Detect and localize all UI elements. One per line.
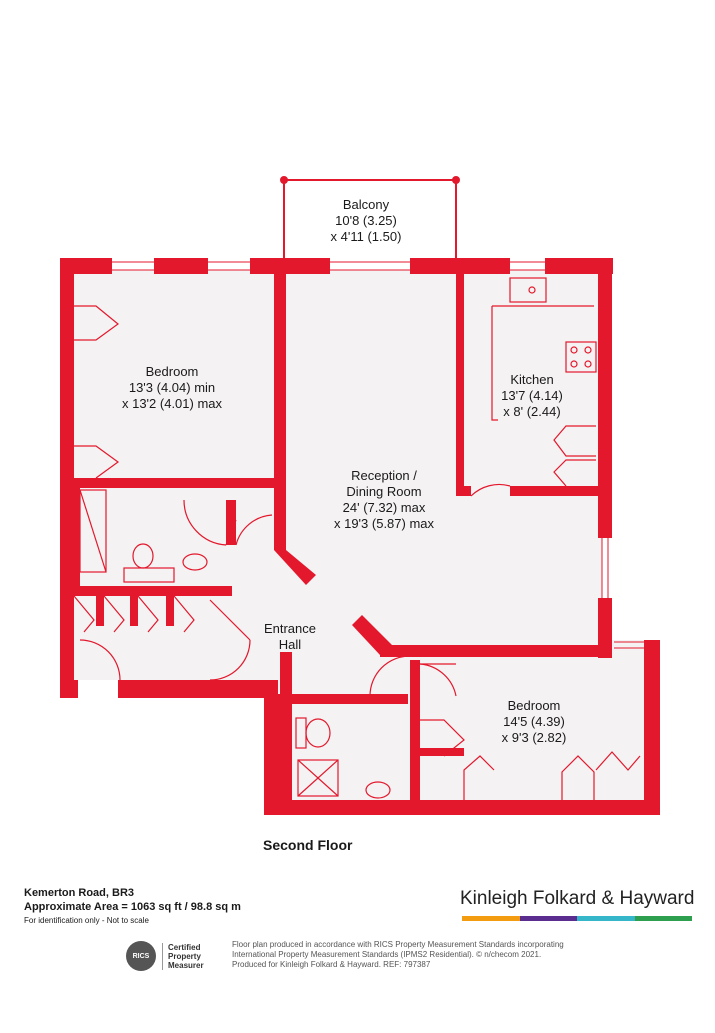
approx-area: Approximate Area = 1063 sq ft / 98.8 sq …: [24, 901, 241, 913]
scale-note: For identification only - Not to scale: [24, 916, 149, 925]
rics-line-3: Measurer: [168, 960, 204, 970]
room-label-kitchen: Kitchen 13'7 (4.14) x 8' (2.44): [501, 372, 563, 419]
svg-text:x 13'2 (4.01) max: x 13'2 (4.01) max: [122, 396, 223, 411]
agency-brand: Kinleigh Folkard & Hayward: [460, 888, 695, 909]
svg-text:24' (7.32) max: 24' (7.32) max: [343, 500, 426, 515]
room-label-reception: Reception / Dining Room 24' (7.32) max x…: [334, 468, 435, 531]
svg-text:x 4'11 (1.50): x 4'11 (1.50): [331, 229, 402, 244]
windows: [63, 261, 644, 680]
fixtures: [73, 277, 641, 800]
room-label-bedroom-2: Bedroom 14'5 (4.39) x 9'3 (2.82): [502, 698, 567, 745]
svg-text:Bedroom: Bedroom: [146, 364, 199, 379]
svg-text:Balcony: Balcony: [343, 197, 390, 212]
rics-certification: Certified Property Measurer: [162, 942, 204, 970]
svg-text:Dining Room: Dining Room: [346, 484, 421, 499]
brand-bar-orange: [462, 916, 520, 921]
disclaimer: Floor plan produced in accordance with R…: [232, 940, 612, 970]
svg-text:10'8 (3.25): 10'8 (3.25): [335, 213, 397, 228]
walls: [60, 258, 660, 815]
brand-bar-green: [634, 916, 692, 921]
svg-text:14'5 (4.39): 14'5 (4.39): [503, 714, 565, 729]
property-info: Kemerton Road, BR3 Approximate Area = 10…: [24, 886, 241, 928]
svg-text:x 19'3 (5.87) max: x 19'3 (5.87) max: [334, 516, 435, 531]
balcony-outline: [280, 176, 460, 260]
svg-text:Entrance: Entrance: [264, 621, 316, 636]
disclaimer-line-2: International Property Measurement Stand…: [232, 950, 542, 959]
brand-color-bar: [462, 916, 692, 921]
disclaimer-line-1: Floor plan produced in accordance with R…: [232, 940, 564, 949]
rics-line-1: Certified: [168, 942, 201, 952]
room-label-hall: Entrance Hall: [264, 621, 316, 652]
room-label-balcony: Balcony 10'8 (3.25) x 4'11 (1.50): [331, 197, 402, 244]
brand-bar-purple: [519, 916, 577, 921]
svg-text:Reception /: Reception /: [351, 468, 417, 483]
svg-text:x 9'3 (2.82): x 9'3 (2.82): [502, 730, 567, 745]
rics-badge: RICS Certified Property Measurer: [126, 940, 220, 972]
address: Kemerton Road, BR3: [24, 887, 135, 899]
floor-label: Second Floor: [263, 837, 353, 853]
svg-text:Bedroom: Bedroom: [508, 698, 561, 713]
room-label-bedroom-1: Bedroom 13'3 (4.04) min x 13'2 (4.01) ma…: [122, 364, 223, 411]
svg-text:Hall: Hall: [279, 637, 302, 652]
svg-text:13'3 (4.04) min: 13'3 (4.04) min: [129, 380, 215, 395]
svg-text:x 8' (2.44): x 8' (2.44): [503, 404, 560, 419]
floor-plan: Balcony 10'8 (3.25) x 4'11 (1.50) Bedroo…: [60, 176, 660, 853]
brand-bar-teal: [577, 916, 635, 921]
disclaimer-line-3: Produced for Kinleigh Folkard & Hayward.…: [232, 960, 431, 969]
rics-logo-icon: RICS: [126, 941, 156, 971]
svg-text:13'7 (4.14): 13'7 (4.14): [501, 388, 563, 403]
rics-line-2: Property: [168, 951, 201, 961]
svg-text:Kitchen: Kitchen: [510, 372, 553, 387]
